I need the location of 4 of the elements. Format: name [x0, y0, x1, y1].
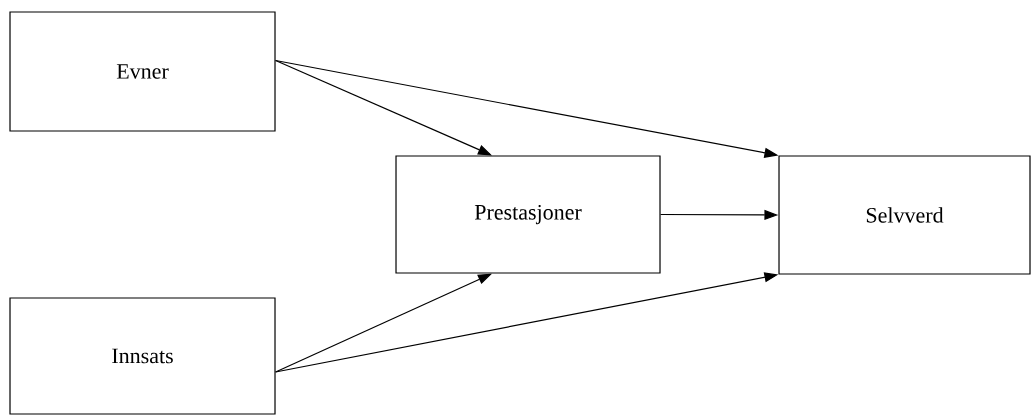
- process-box: Prestasjoner: [395, 155, 661, 274]
- process-box: Innsats: [9, 297, 276, 415]
- process-box: Evner: [9, 11, 276, 132]
- process-box: Selvverd: [778, 155, 1031, 275]
